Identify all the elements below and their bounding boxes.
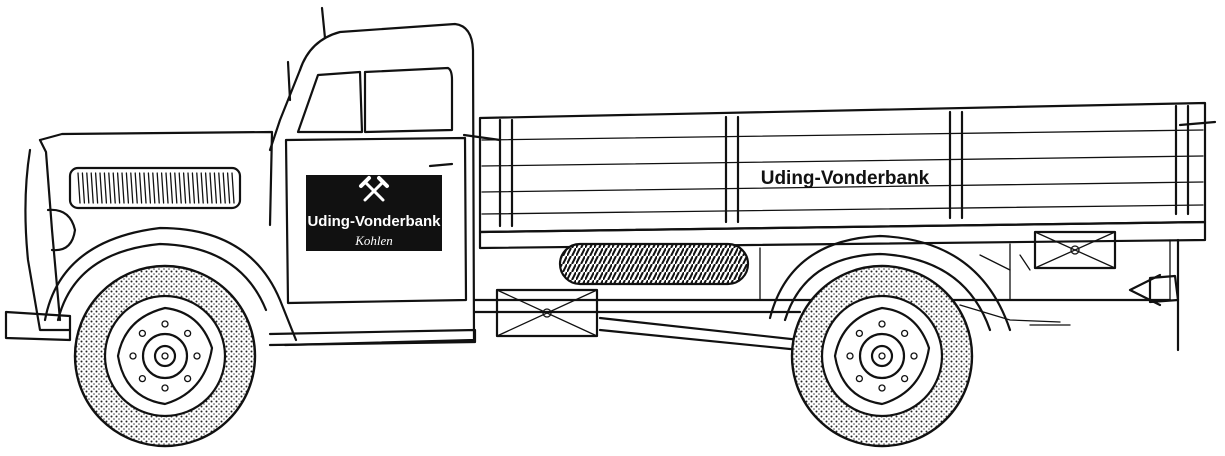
wheel-bolt: [138, 329, 147, 338]
wheel-bolt: [900, 329, 909, 338]
hood-and-grille: [4, 130, 274, 342]
wheel-bolt: [846, 352, 854, 360]
louvre-slot: [191, 172, 196, 204]
louvre-slot: [134, 172, 138, 204]
cab-door-sign: Uding-Vonderbank Kohlen: [306, 175, 442, 251]
cargo-bed: [462, 101, 1217, 352]
front-fender: [43, 226, 298, 342]
louvre-slot: [86, 172, 90, 204]
louvre-slot: [121, 172, 125, 204]
wheel-bolt: [910, 352, 918, 360]
louvre-slot: [103, 172, 108, 204]
bed-side-lettering: Uding-Vonderbank: [761, 168, 930, 189]
louvre-slot: [182, 172, 187, 204]
wheel-bolt: [878, 320, 886, 328]
louvre-slot: [226, 172, 231, 204]
louvre-slot: [196, 172, 200, 204]
wheel-bolt: [878, 384, 886, 392]
louvre-slot: [200, 172, 204, 204]
louvre-slot: [231, 172, 235, 204]
louvre-slot: [99, 172, 103, 204]
wheel-bolt: [129, 352, 137, 360]
louvre-slot: [218, 172, 222, 204]
underbody-box: [495, 288, 599, 338]
crossed-hammers-icon: [359, 176, 389, 202]
louvre-slot: [77, 172, 81, 204]
louvre-slot: [213, 172, 218, 204]
rear-wheel: [790, 264, 974, 448]
wheel-bolt: [183, 329, 192, 338]
cab-sign-subtitle: Kohlen: [354, 233, 393, 248]
sign-panel: [306, 175, 442, 251]
wheel-bolt: [855, 374, 864, 383]
rear-wheel-bolts: [846, 320, 918, 392]
louvre-slot: [81, 172, 86, 204]
spare-tire: [558, 242, 750, 286]
wheel-bolt: [161, 384, 169, 392]
wheel-bolt: [138, 374, 147, 383]
louvre-slot: [138, 172, 143, 204]
front-wheel-bolts: [129, 320, 201, 392]
louvre-slot: [130, 172, 134, 204]
louvre-slot: [178, 172, 182, 204]
wheel-bolt: [900, 374, 909, 383]
louvre-slot: [147, 172, 152, 204]
cab-sign-company: Uding-Vonderbank: [307, 213, 441, 230]
louvre-slot: [90, 172, 94, 204]
cab: [268, 6, 477, 347]
louvre-slot: [116, 172, 121, 204]
louvre-slot: [160, 172, 165, 204]
louvre-slot: [112, 172, 116, 204]
louvre-slot: [169, 172, 174, 204]
louvre-slot: [222, 172, 226, 204]
front-wheel: [73, 264, 257, 448]
rear-fender: [768, 234, 1012, 332]
louvre-slot: [156, 172, 160, 204]
wheel-bolt: [193, 352, 201, 360]
louvre-slot: [108, 172, 112, 204]
wheel-bolt: [161, 320, 169, 328]
louvre-slot: [94, 172, 99, 204]
wheel-bolt: [183, 374, 192, 383]
louvre-slot: [165, 172, 169, 204]
hood-louvres: [77, 172, 235, 204]
wheel-bolt: [855, 329, 864, 338]
louvre-slot: [125, 172, 130, 204]
louvre-slot: [152, 172, 156, 204]
louvre-slot: [209, 172, 213, 204]
louvre-slot: [174, 172, 178, 204]
louvre-slot: [187, 172, 191, 204]
louvre-slot: [143, 172, 147, 204]
louvre-slot: [204, 172, 209, 204]
